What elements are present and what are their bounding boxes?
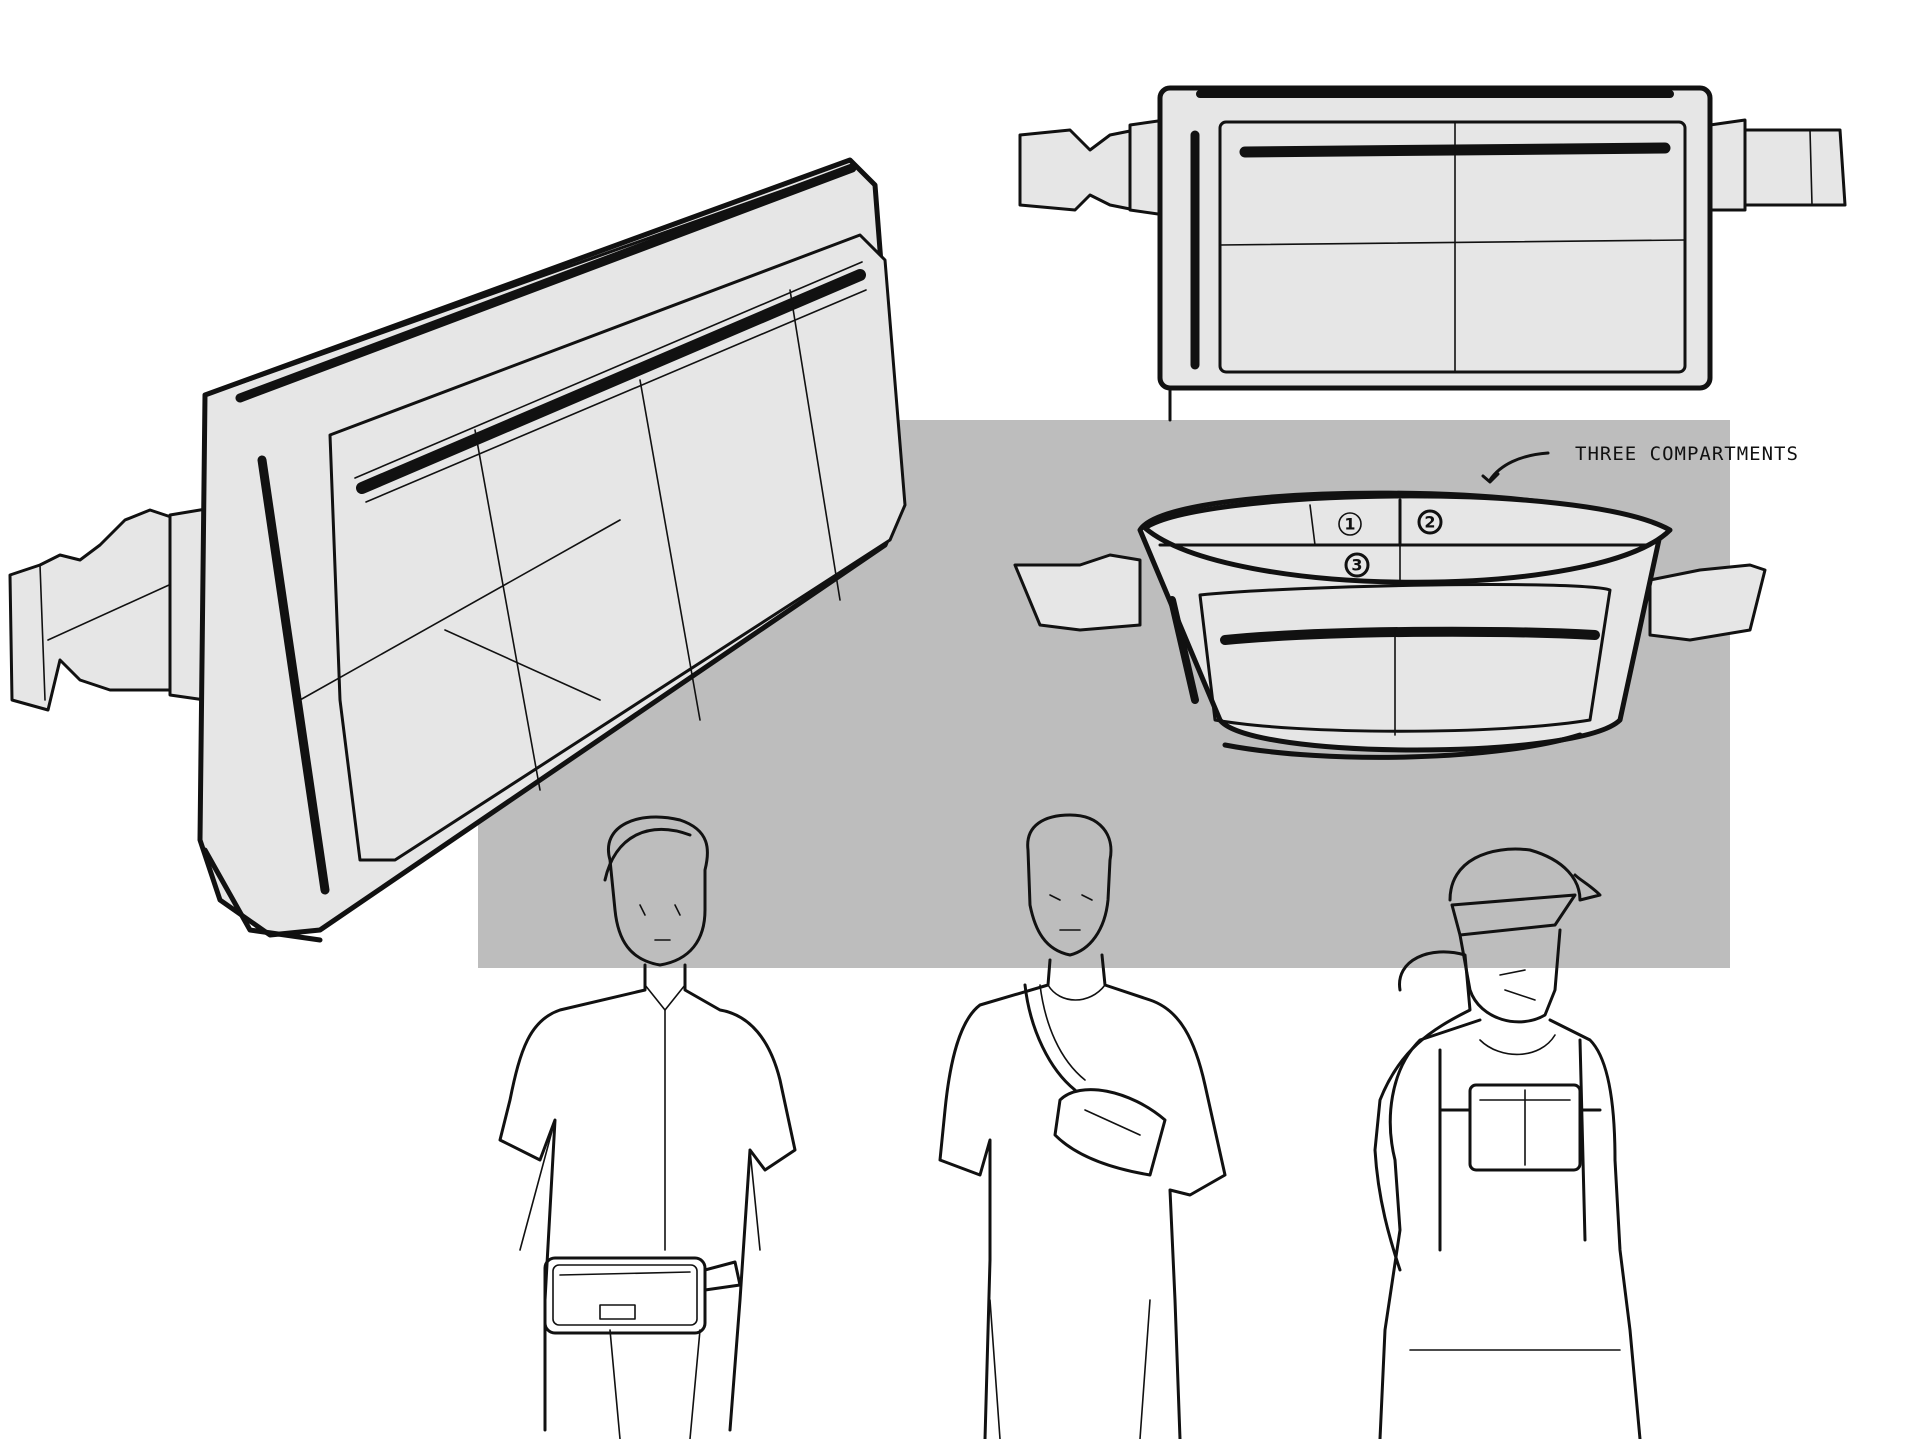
bag-top-open-view: 1 2 3 bbox=[1013, 451, 1767, 760]
three-compartments-label: THREE COMPARTMENTS bbox=[1575, 443, 1799, 465]
open-view-zipper bbox=[1220, 626, 1600, 645]
figure-chest-wear bbox=[1373, 847, 1642, 1439]
compartment-1-label: 1 bbox=[1344, 515, 1355, 534]
compartment-2-label: 2 bbox=[1424, 513, 1435, 532]
bag-perspective-view bbox=[8, 157, 907, 943]
side-zipper bbox=[257, 455, 330, 895]
figure-waist-wear bbox=[498, 815, 797, 1439]
compartment-3-label: 3 bbox=[1351, 556, 1362, 575]
top-zipper bbox=[235, 163, 857, 403]
annotation-arrow bbox=[1488, 451, 1550, 482]
pocket-zipper bbox=[356, 269, 866, 494]
bag-front-view bbox=[1018, 85, 1847, 422]
figure-crossbody-wear bbox=[938, 813, 1227, 1439]
